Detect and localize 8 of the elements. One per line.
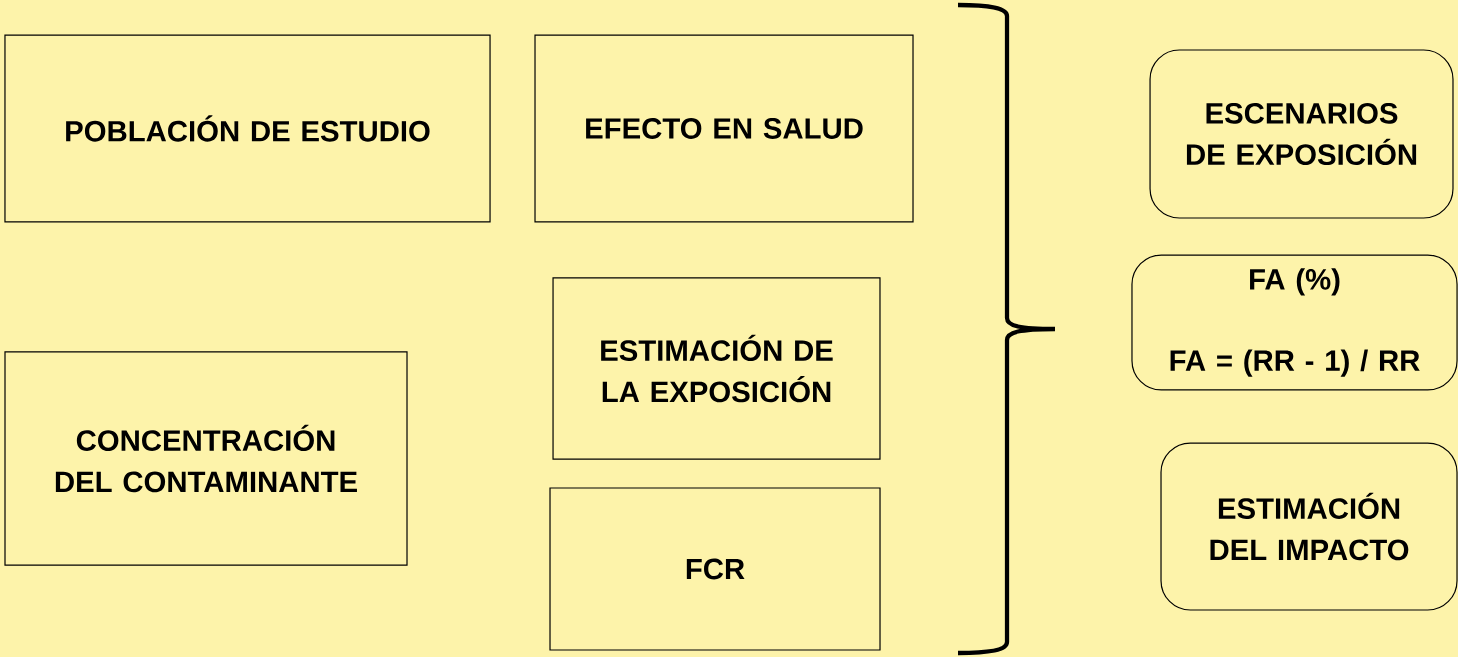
rounded-box: ESCENARIOS DE EXPOSICIÓN [1149, 49, 1454, 219]
rounded-box: ESTIMACIÓN DEL IMPACTO [1160, 442, 1458, 611]
text-box: POBLACIÓN DE ESTUDIO [4, 34, 491, 223]
text-box: ESTIMACIÓN DE LA EXPOSICIÓN [552, 277, 881, 460]
text-box: EFECTO EN SALUD [534, 34, 914, 223]
text-box: FCR [549, 487, 881, 651]
text-box: CONCENTRACIÓN DEL CONTAMINANTE [4, 351, 408, 566]
rounded-box: FA (%) FA = (RR - 1) / RR [1131, 254, 1458, 391]
